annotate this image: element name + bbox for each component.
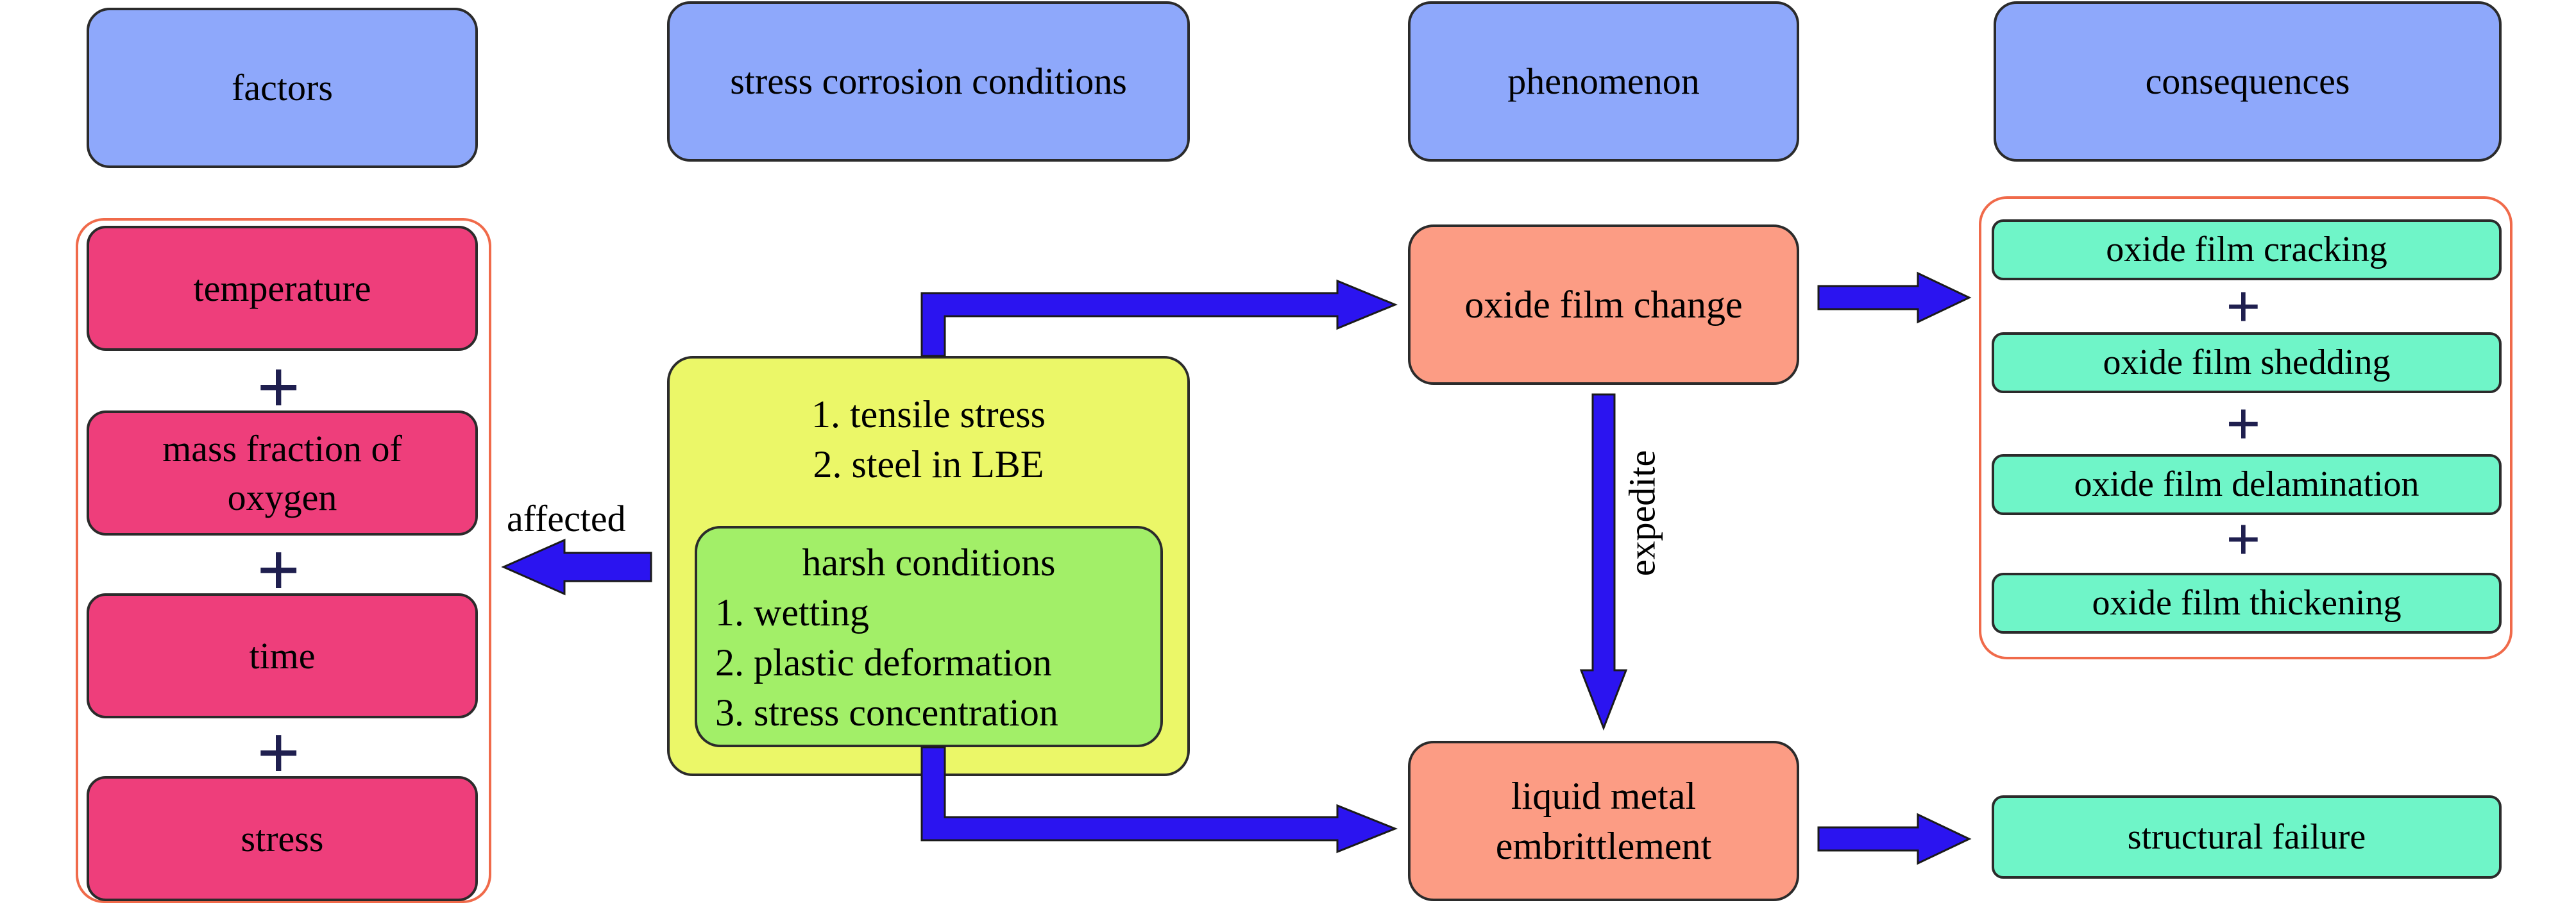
arrow-to-oxide-film-change [920, 279, 1398, 357]
factors-group [76, 218, 491, 903]
plus-sign-consequence-3: + [2226, 505, 2261, 573]
consequence-shedding-label: oxide film shedding [2103, 343, 2391, 383]
arrow-affected [501, 538, 652, 596]
harsh-conditions-title: harsh conditions [802, 541, 1056, 584]
header-conditions: stress corrosion conditions [667, 1, 1190, 162]
factor-oxygen-label-1: mass fraction of [162, 428, 402, 470]
arrow-expedite [1579, 393, 1628, 731]
header-conditions-label: stress corrosion conditions [730, 60, 1127, 103]
harsh-item-plastic-deformation: 2. plastic deformation [715, 641, 1052, 684]
harsh-conditions-box: harsh conditions 1. wetting 2. plastic d… [695, 526, 1163, 747]
plus-sign-factor-1: + [257, 344, 301, 430]
affected-label: affected [507, 498, 626, 539]
consequence-thickening: oxide film thickening [1992, 573, 2502, 634]
structural-failure-label: structural failure [2127, 816, 2366, 857]
consequence-cracking-label: oxide film cracking [2106, 230, 2387, 270]
arrow-to-consequences [1817, 271, 1972, 324]
header-phenomenon: phenomenon [1408, 1, 1799, 162]
condition-steel-in-lbe: 2. steel in LBE [813, 443, 1044, 486]
oxide-film-change-box: oxide film change [1408, 224, 1799, 385]
factor-temperature-label: temperature [193, 267, 371, 309]
header-factors: factors [87, 8, 478, 168]
factor-stress-label: stress [241, 817, 324, 859]
consequence-delamination: oxide film delamination [1992, 454, 2502, 515]
expedite-label: expedite [1621, 450, 1663, 577]
factor-time-label: time [249, 634, 316, 677]
harsh-item-wetting: 1. wetting [715, 591, 869, 634]
factor-stress: stress [87, 776, 478, 901]
header-consequences-label: consequences [2145, 60, 2350, 103]
plus-sign-consequence-2: + [2226, 389, 2261, 458]
factor-time: time [87, 593, 478, 718]
consequence-thickening-label: oxide film thickening [2092, 583, 2402, 623]
oxide-film-change-label: oxide film change [1464, 283, 1743, 326]
structural-failure-box: structural failure [1992, 795, 2502, 879]
lme-label-2: embrittlement [1495, 825, 1712, 867]
factor-temperature: temperature [87, 226, 478, 351]
arrow-to-lme [920, 746, 1398, 854]
header-factors-label: factors [232, 67, 333, 109]
consequence-shedding: oxide film shedding [1992, 332, 2502, 393]
lme-label-1: liquid metal [1511, 775, 1697, 817]
plus-sign-factor-3: + [257, 710, 301, 795]
plus-sign-consequence-1: + [2226, 272, 2261, 341]
harsh-item-stress-concentration: 3. stress concentration [715, 691, 1058, 734]
consequence-delamination-label: oxide film delamination [2074, 464, 2419, 505]
consequences-group [1979, 196, 2512, 659]
arrow-to-structural-failure [1817, 813, 1972, 865]
liquid-metal-embrittlement-box: liquid metal embrittlement [1408, 741, 1799, 901]
consequence-cracking: oxide film cracking [1992, 219, 2502, 280]
plus-sign-factor-2: + [257, 527, 301, 613]
condition-tensile-stress: 1. tensile stress [811, 393, 1046, 436]
factor-oxygen: mass fraction of oxygen [87, 410, 478, 536]
header-consequences: consequences [1994, 1, 2502, 162]
header-phenomenon-label: phenomenon [1507, 60, 1700, 103]
factor-oxygen-label-2: oxygen [227, 476, 337, 518]
